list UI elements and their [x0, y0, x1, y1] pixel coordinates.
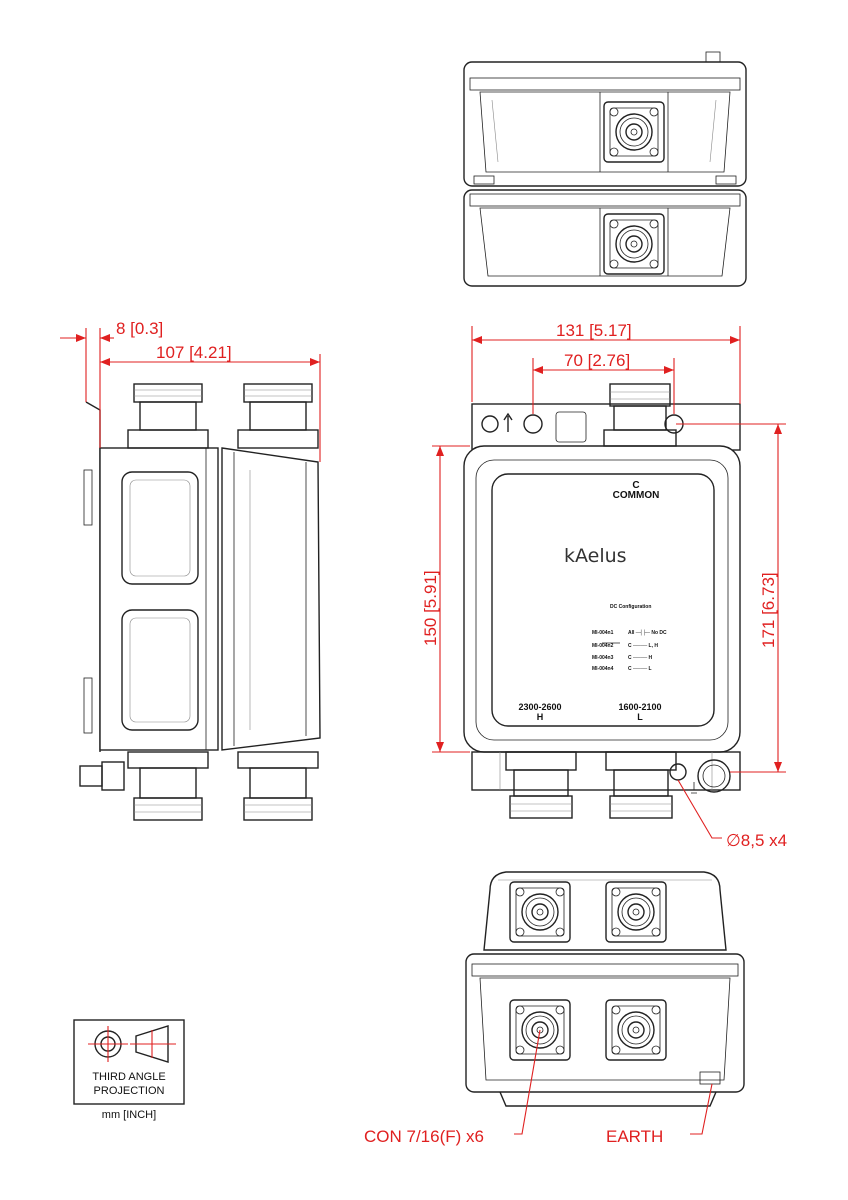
dim-hole-spacing: 70 [2.76]: [564, 351, 630, 370]
units-label: mm [INCH]: [102, 1109, 156, 1121]
dim-body-height: 150 [5.91]: [421, 570, 440, 646]
config-row-3-text: C ──── H: [628, 655, 653, 661]
dim-depth: 107 [4.21]: [156, 343, 232, 362]
dc-config-heading: DC Configuration: [610, 604, 651, 610]
earth-callout: EARTH: [606, 1127, 663, 1146]
config-row-1: MI-004n1: [592, 630, 614, 636]
brand-logo: kAelus: [564, 545, 627, 567]
connector-callout: CON 7/16(F) x6: [364, 1127, 484, 1146]
front-view: [463, 383, 741, 819]
port-high-letter: H: [537, 712, 544, 722]
hole-callout: ∅8,5 x4: [726, 831, 787, 850]
config-row-1-text: All ─┤├─ No DC: [628, 629, 667, 636]
port-common-label: COMMON: [613, 490, 660, 501]
config-row-4: MI-004n4: [592, 666, 614, 672]
port-low-band: 1600-2100: [618, 702, 661, 712]
config-row-4-text: C ──── L: [628, 666, 652, 672]
projection-line2: PROJECTION: [94, 1085, 165, 1097]
projection-symbol: [73, 1019, 185, 1105]
port-low-letter: L: [637, 712, 643, 722]
top-view: [463, 51, 747, 287]
config-row-2: MI-004n2: [592, 643, 614, 649]
dim-overall-height: 171 [6.73]: [759, 572, 778, 648]
dim-bracket-offset: 8 [0.3]: [116, 319, 163, 338]
bottom-view: [465, 871, 745, 1107]
dimension-lines: [60, 326, 786, 1135]
dim-overall-width: 131 [5.17]: [556, 321, 632, 340]
projection-line1: THIRD ANGLE: [92, 1071, 165, 1083]
port-high-band: 2300-2600: [518, 702, 561, 712]
side-view: [79, 383, 321, 821]
config-row-2-text: C ──── L, H: [628, 643, 658, 649]
port-common-letter: C: [632, 480, 639, 491]
config-row-3: MI-004n3: [592, 655, 614, 661]
